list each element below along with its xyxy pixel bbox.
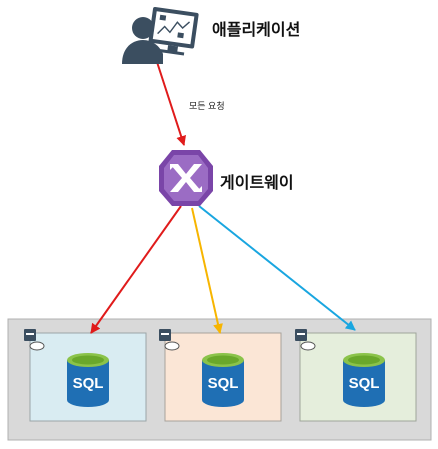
sql-db-label: SQL	[73, 375, 104, 392]
sql-database-icon: SQL	[67, 353, 109, 407]
sql-database-icon: SQL	[202, 353, 244, 407]
user-at-computer-icon	[122, 6, 199, 64]
sql-database-1: SQL	[24, 329, 109, 407]
all-requests-label: 모든 요청	[189, 101, 225, 111]
sql-server-icon	[159, 329, 180, 351]
gateway-icon	[159, 150, 213, 206]
edge-to-db1	[90, 205, 182, 334]
sql-server-icon	[24, 329, 45, 351]
sql-database-2: SQL	[159, 329, 244, 407]
sql-database-icon: SQL	[343, 353, 385, 407]
sql-server-icon	[295, 329, 316, 351]
sql-database-3: SQL	[295, 329, 385, 407]
edge-to-db3	[198, 205, 356, 331]
edge-to-db2	[191, 207, 223, 334]
sql-db-label: SQL	[208, 375, 239, 392]
gateway-label: 게이트웨이	[220, 175, 294, 192]
edge-all-requests	[156, 61, 186, 146]
application-label: 애플리케이션	[212, 22, 301, 39]
sql-db-label: SQL	[349, 375, 380, 392]
